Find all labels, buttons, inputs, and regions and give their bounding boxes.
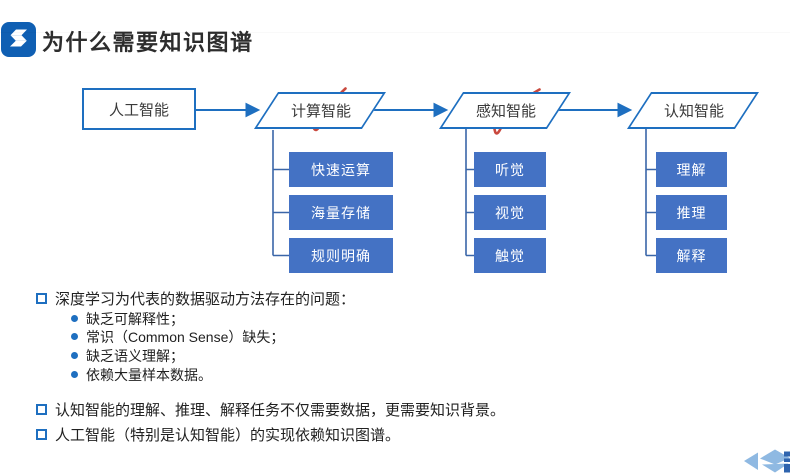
capability-box: 听觉 bbox=[474, 152, 546, 187]
capability-box: 规则明确 bbox=[289, 238, 393, 273]
capability-box: 视觉 bbox=[474, 195, 546, 230]
s-ribbon-icon bbox=[10, 29, 27, 47]
node-label: 感知智能 bbox=[475, 103, 536, 120]
capability-box: 理解 bbox=[656, 152, 727, 187]
square-bullet-icon bbox=[36, 403, 47, 415]
bullet-text: 深度学习为代表的数据驱动方法存在的问题： bbox=[55, 290, 356, 308]
corner-logo-text-fragment bbox=[784, 451, 790, 473]
node-label: 认知智能 bbox=[663, 103, 724, 120]
node-perception-intelligence: 感知智能 bbox=[438, 92, 573, 129]
node-label: 计算智能 bbox=[290, 103, 351, 120]
dot-bullet-icon bbox=[71, 371, 78, 378]
brand-logo-icon bbox=[1, 22, 36, 57]
header-divider bbox=[0, 32, 790, 33]
node-computing-intelligence: 计算智能 bbox=[253, 92, 388, 129]
dot-bullet-icon bbox=[71, 333, 78, 340]
capability-box: 触觉 bbox=[474, 238, 546, 273]
bullet-item: 人工智能（特别是认知智能）的实现依赖知识图谱。 bbox=[36, 424, 400, 444]
sub-bullet-item: 依赖大量样本数据。 bbox=[71, 365, 212, 384]
bullet-item: 深度学习为代表的数据驱动方法存在的问题： bbox=[36, 288, 355, 308]
connector-cognition bbox=[645, 129, 656, 257]
capability-box: 推理 bbox=[656, 195, 727, 230]
bullet-text: 人工智能（特别是认知智能）的实现依赖知识图谱。 bbox=[55, 426, 401, 444]
node-cognition-intelligence: 认知智能 bbox=[626, 92, 761, 129]
square-bullet-icon bbox=[36, 428, 47, 440]
connector-perception bbox=[465, 129, 474, 257]
sub-bullet-item: 缺乏可解释性； bbox=[71, 309, 184, 328]
dot-bullet-icon bbox=[71, 315, 78, 322]
node-label: 人工智能 bbox=[108, 101, 169, 119]
tree-connectors bbox=[272, 129, 656, 257]
capability-box: 解释 bbox=[656, 238, 727, 273]
sub-bullet-text: 缺乏语义理解； bbox=[86, 347, 184, 364]
corner-logo-icon bbox=[744, 449, 790, 473]
sub-bullet-text: 依赖大量样本数据。 bbox=[86, 366, 212, 383]
page-title: 为什么需要知识图谱 bbox=[42, 30, 254, 55]
sub-bullet-item: 常识（Common Sense）缺失； bbox=[71, 327, 284, 346]
bullet-item: 认知智能的理解、推理、解释任务不仅需要数据，更需要知识背景。 bbox=[36, 399, 505, 419]
sub-bullet-text: 缺乏可解释性； bbox=[86, 310, 184, 327]
capability-box: 海量存储 bbox=[289, 195, 393, 230]
capability-box: 快速运算 bbox=[289, 152, 393, 187]
connector-computing bbox=[272, 130, 289, 257]
node-artificial-intelligence: 人工智能 bbox=[82, 88, 196, 130]
dot-bullet-icon bbox=[71, 352, 78, 359]
square-bullet-icon bbox=[36, 292, 47, 304]
sub-bullet-item: 缺乏语义理解； bbox=[71, 346, 184, 365]
sub-bullet-text: 常识（Common Sense）缺失； bbox=[86, 328, 285, 345]
bullet-text: 认知智能的理解、推理、解释任务不仅需要数据，更需要知识背景。 bbox=[55, 401, 506, 419]
